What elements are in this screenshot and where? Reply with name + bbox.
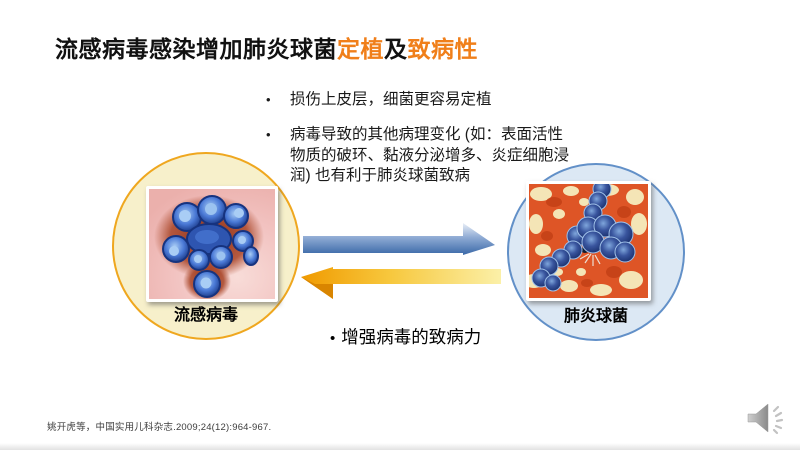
slide-bottom-shadow [0,443,800,450]
influenza-virus-image [146,186,278,302]
bullet-marker: • [266,127,271,143]
bullet-text-1: 损伤上皮层，细菌更容易定植 [290,91,492,108]
bullet-item-2: • 病毒导致的其他病理变化 (如：表面活性物质的破环、黏液分泌增多、炎症细胞浸润… [266,125,572,186]
influenza-virus-em-graphic [149,189,275,301]
pneumococcus-image [524,179,651,301]
note-bullet: • [330,330,336,347]
title-accent-part2: 致病性 [407,36,478,62]
bullet-list: • 损伤上皮层，细菌更容易定植 • 病毒导致的其他病理变化 (如：表面活性物质的… [266,90,572,202]
bullet-text-2: 病毒导致的其他病理变化 (如：表面活性物质的破环、黏液分泌增多、炎症细胞浸润) … [290,126,570,185]
citation: 姚开虎等，中国实用儿科杂志.2009;24(12):964-967. [47,422,272,433]
arrows-graphic [301,223,501,299]
arrow-note: • 增强病毒的致病力 [330,324,481,349]
bullet-item-1: • 损伤上皮层，细菌更容易定植 [266,90,572,110]
title-black-part1: 流感病毒感染增加肺炎球菌 [55,36,337,62]
exchange-arrows [293,218,511,310]
bullet-marker: • [266,92,271,107]
audio-control[interactable] [744,399,790,439]
note-text: 增强病毒的致病力 [341,327,482,347]
left-arrow-icon [301,267,501,299]
influenza-label: 流感病毒 [173,307,238,324]
page-title: 流感病毒感染增加肺炎球菌定植及致病性 [55,30,478,64]
title-black-part2: 及 [384,36,408,62]
right-arrow-icon [303,223,495,255]
speaker-icon[interactable] [744,399,790,439]
pneumococcus-label: 肺炎球菌 [563,308,628,325]
pneumococcus-em-graphic [524,179,648,298]
title-accent-part1: 定植 [337,36,384,62]
